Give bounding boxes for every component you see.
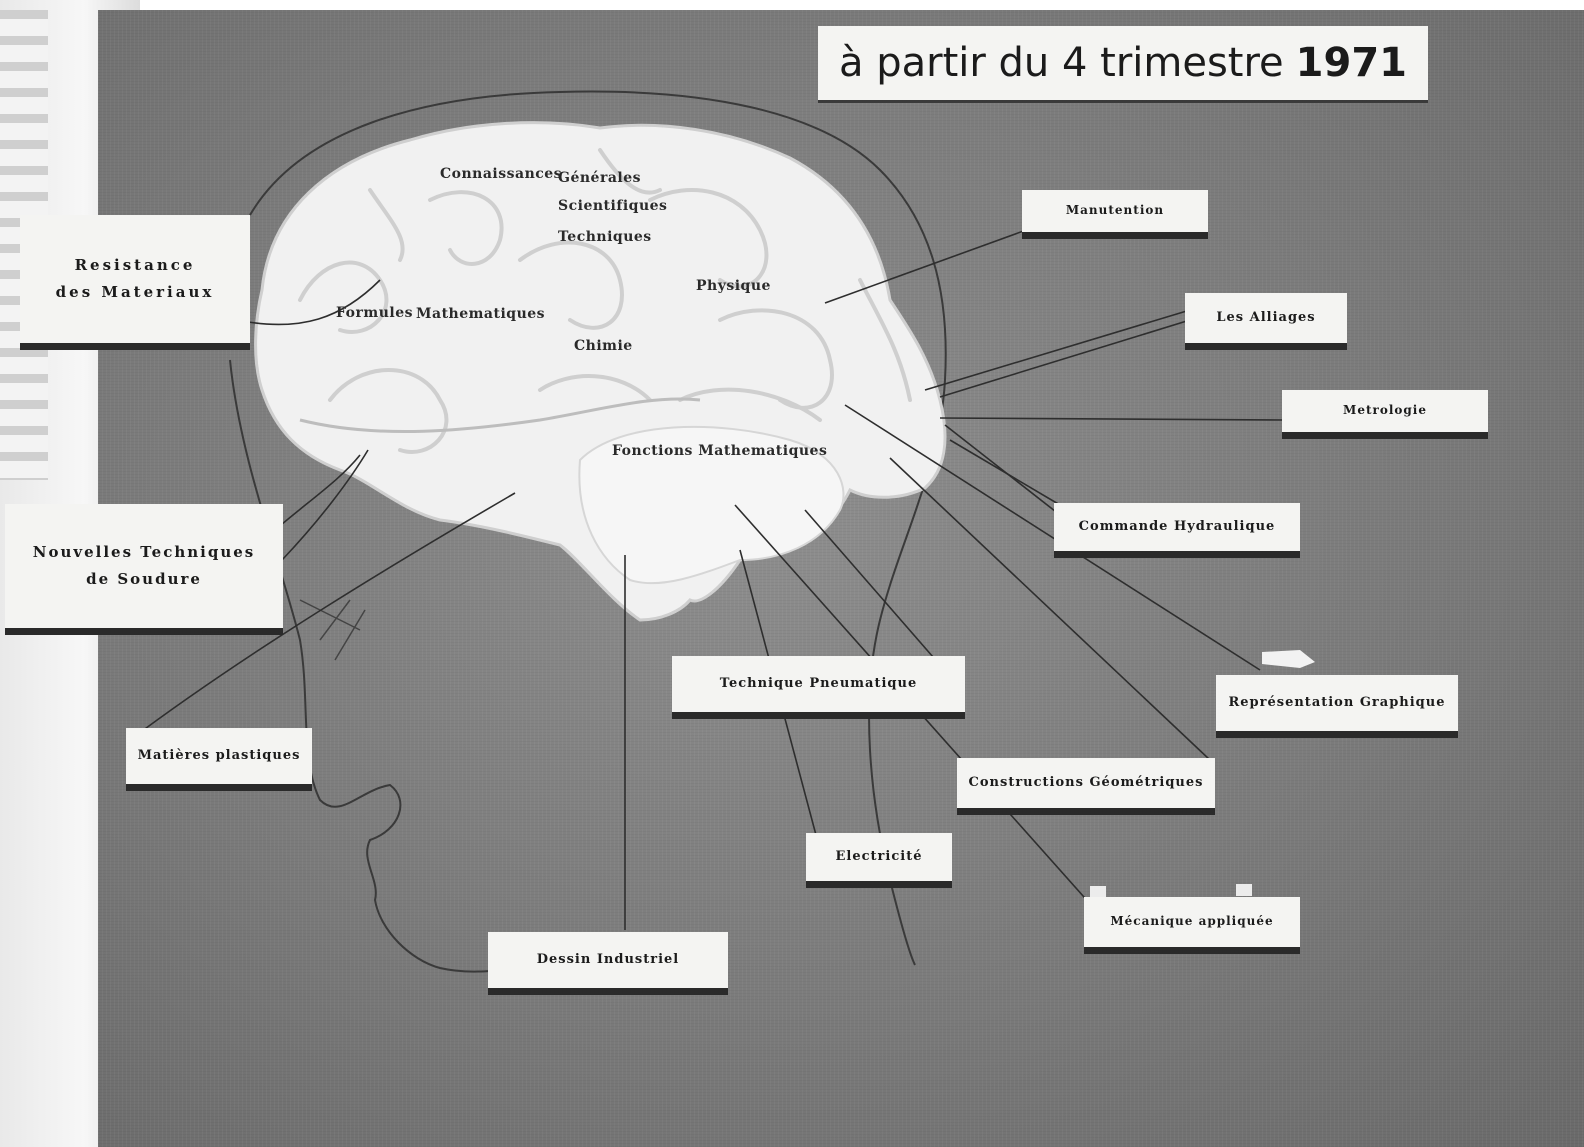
brain-term-techniques: Techniques <box>558 229 652 245</box>
title-year: 1971 <box>1295 40 1407 86</box>
label-metrologie: Metrologie <box>1282 390 1488 432</box>
brain-term-connaissances: Connaissances <box>440 166 563 182</box>
brain-term-chimie: Chimie <box>574 338 633 354</box>
label-manutention: Manutention <box>1022 190 1208 232</box>
label-foot-right <box>1236 884 1252 896</box>
title-card: à partir du 4 trimestre 1971 <box>818 26 1428 100</box>
brain-term-physique: Physique <box>696 278 771 294</box>
brain-term-scientifiques: Scientifiques <box>558 198 668 214</box>
label-commande-hydraulique: Commande Hydraulique <box>1054 503 1300 551</box>
face-outline <box>229 359 521 973</box>
label-les-alliages: Les Alliages <box>1185 293 1347 343</box>
brain-folds <box>298 148 912 454</box>
label-electricite: Electricité <box>806 833 952 881</box>
brain-term-fonctions: Fonctions Mathematiques <box>612 443 828 459</box>
label-tab <box>1262 650 1315 668</box>
label-foot-left <box>1090 886 1106 898</box>
label-mecanique-appliquee: Mécanique appliquée <box>1084 897 1300 947</box>
sylvian-fissure <box>299 397 701 434</box>
brain-term-mathematiques: Mathematiques <box>416 306 546 322</box>
label-constructions-geometriques: Constructions Géométriques <box>957 758 1215 808</box>
head-outline <box>249 90 947 966</box>
label-nouvelles-techniques-soudure: Nouvelles Techniques de Soudure <box>5 504 283 628</box>
label-technique-pneumatique: Technique Pneumatique <box>672 656 965 712</box>
label-resistance-materiaux: Resistance des Materiaux <box>20 215 250 343</box>
label-dessin-industriel: Dessin Industriel <box>488 932 728 988</box>
brain-term-formules: Formules <box>336 305 413 321</box>
label-representation-graphique: Représentation Graphique <box>1216 675 1458 731</box>
brain-term-generales: Générales <box>558 170 642 186</box>
label-matieres-plastiques: Matières plastiques <box>126 728 312 784</box>
title-prefix: à partir du 4 trimestre <box>839 40 1284 86</box>
brain-lower-lobe <box>578 425 845 585</box>
ear-sketch <box>299 599 366 661</box>
